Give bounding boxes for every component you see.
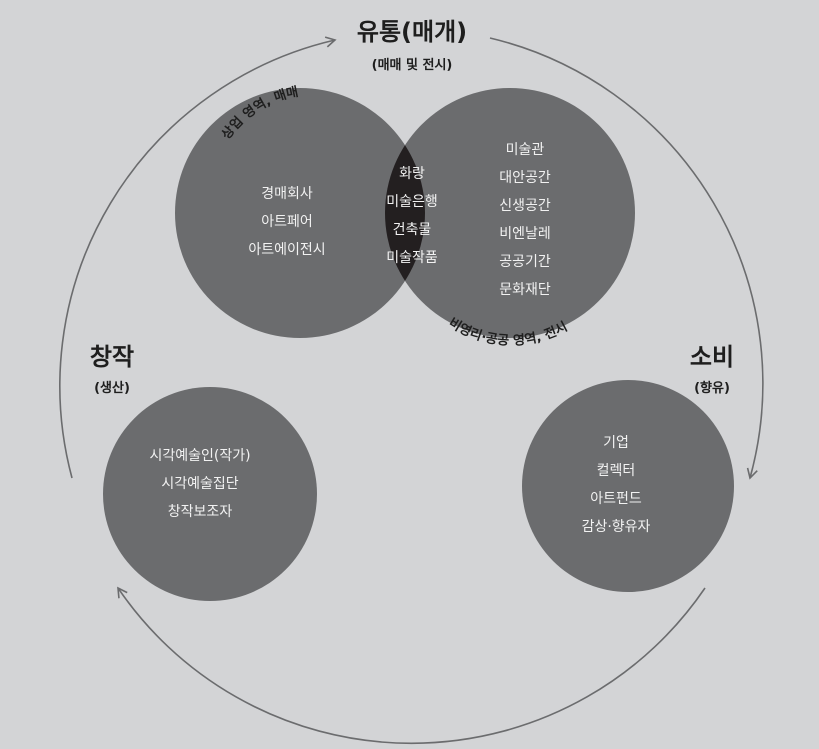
creation-item: 창작보조자 [168,504,233,520]
overlap-item: 화랑 [399,166,425,182]
creation-circle [103,387,317,601]
nonprofit-item: 비엔날레 [499,226,551,242]
creation-item: 시각예술인(작가) [149,448,250,464]
nonprofit-item: 문화재단 [499,282,551,298]
nonprofit-item: 신생공간 [499,198,551,214]
consumption-title: 소비 [690,343,734,371]
creation-item: 시각예술집단 [161,476,238,492]
arrow-distribution-to-consumption [489,37,764,480]
commercial-item: 아트페어 [261,214,313,230]
nonprofit-item: 미술관 [506,142,545,158]
consumption-item: 감상·향유자 [582,519,651,535]
arrow-consumption-to-creation [117,586,706,745]
consumption-item: 아트펀드 [590,491,642,507]
commercial-circle [175,88,425,338]
creation-subtitle: (생산) [94,380,130,396]
consumption-item: 기업 [603,435,629,451]
overlap-item: 미술작품 [386,250,438,266]
nonprofit-item: 대안공간 [499,170,551,186]
consumption-item: 컬렉터 [597,463,636,479]
consumption-subtitle: (향유) [694,380,730,396]
arrow-creation-to-distribution [59,36,337,479]
nonprofit-circle [385,88,635,338]
consumption-circle [522,380,734,592]
overlap-item: 건축물 [393,222,432,238]
creation-title: 창작 [90,343,134,371]
commercial-item: 경매회사 [261,186,313,202]
commercial-item: 아트에이전시 [248,242,325,258]
distribution-title: 유통(매개) [357,18,467,46]
overlap-item: 미술은행 [386,194,438,210]
distribution-subtitle: (매매 및 전시) [372,57,453,73]
nonprofit-item: 공공기간 [499,254,551,270]
